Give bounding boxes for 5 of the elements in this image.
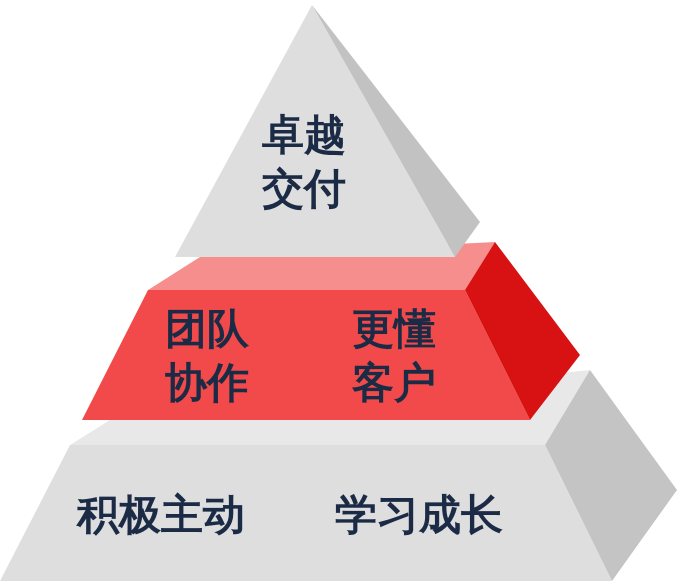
level-label: 积极主动 — [77, 489, 246, 541]
level-label: 团队协作 — [165, 303, 250, 409]
level-label: 学习成长 — [335, 489, 504, 541]
level-label: 更懂客户 — [352, 303, 437, 409]
level-label: 卓越交付 — [262, 109, 347, 215]
